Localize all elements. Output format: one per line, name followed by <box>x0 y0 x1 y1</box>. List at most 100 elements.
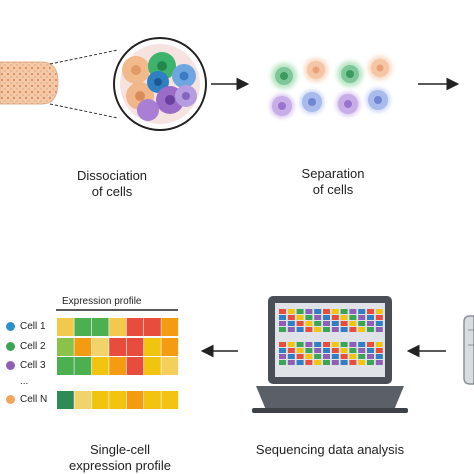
read-block <box>340 342 348 347</box>
zoom-line-top <box>49 49 119 65</box>
read-block <box>323 315 330 320</box>
heatmap-cell <box>74 338 92 356</box>
read-block <box>375 309 383 314</box>
read-block <box>279 327 286 332</box>
read-block <box>358 321 366 326</box>
read-block <box>358 360 366 365</box>
heatmap-cell <box>144 318 161 336</box>
label-profile-line1: Single-cell <box>90 442 150 457</box>
read-block <box>323 309 330 314</box>
heatmap-cell <box>57 357 74 375</box>
label-analysis-line1: Sequencing data analysis <box>255 442 405 457</box>
read-block <box>314 321 322 326</box>
heatmap-cell <box>91 318 109 336</box>
read-block <box>279 309 286 314</box>
heatmap-cell <box>74 318 92 336</box>
heatmap-cell <box>126 391 144 409</box>
read-block <box>375 360 383 365</box>
read-block <box>305 348 313 353</box>
read-block <box>296 321 304 326</box>
read-block <box>367 315 374 320</box>
read-block <box>305 360 313 365</box>
read-block <box>375 342 383 347</box>
label-separation-line1: Separation <box>301 166 365 181</box>
read-block <box>367 342 374 347</box>
read-block <box>287 309 295 314</box>
read-block <box>314 309 322 314</box>
read-block <box>287 354 295 359</box>
read-block <box>314 315 322 320</box>
read-block <box>375 315 383 320</box>
read-block <box>349 354 357 359</box>
read-block <box>358 354 366 359</box>
heatmap-cell <box>144 338 161 356</box>
separated-cells-icon <box>270 56 392 118</box>
heatmap-row-label: Cell 3 <box>20 360 46 371</box>
read-block <box>323 354 330 359</box>
read-block <box>305 327 313 332</box>
read-block <box>287 360 295 365</box>
read-block <box>296 360 304 365</box>
heatmap-cell <box>161 318 179 336</box>
read-block <box>279 315 286 320</box>
heatmap-cell <box>126 338 144 356</box>
heatmap-row-label: Cell 2 <box>20 341 46 352</box>
read-block <box>287 327 295 332</box>
read-block <box>375 321 383 326</box>
read-block <box>358 348 366 353</box>
read-block <box>340 360 348 365</box>
read-block <box>279 354 286 359</box>
read-block <box>331 342 339 347</box>
heatmap-cell <box>126 318 144 336</box>
heatmap-row-label: Cell N <box>20 394 48 405</box>
read-block <box>305 309 313 314</box>
heatmap-cell <box>74 391 92 409</box>
cell-dot-icon <box>6 342 15 351</box>
read-block <box>331 321 339 326</box>
label-analysis: Sequencing data analysis <box>230 442 430 458</box>
label-dissociation-line1: Dissociation <box>76 168 148 183</box>
read-block <box>331 315 339 320</box>
heatmap-grid <box>57 318 179 409</box>
cell-dot-icon <box>6 361 15 370</box>
read-block <box>349 342 357 347</box>
read-block <box>367 354 374 359</box>
read-block <box>331 360 339 365</box>
heatmap-cell <box>91 357 109 375</box>
read-block <box>296 327 304 332</box>
read-block <box>358 327 366 332</box>
heatmap-cell <box>57 391 74 409</box>
read-block <box>331 354 339 359</box>
cell-cluster-icon <box>113 37 207 131</box>
label-dissociation: Dissociation of cells <box>52 168 172 200</box>
read-block <box>358 342 366 347</box>
read-block <box>349 309 357 314</box>
heatmap-cell <box>161 391 179 409</box>
label-profile: Single-cell expression profile <box>50 442 190 474</box>
read-block <box>349 315 357 320</box>
tissue-sample-icon <box>0 61 59 105</box>
read-block <box>367 348 374 353</box>
read-block <box>340 327 348 332</box>
read-block <box>305 315 313 320</box>
read-block <box>340 354 348 359</box>
read-block <box>296 348 304 353</box>
cell-dot-icon <box>6 322 15 331</box>
read-block <box>340 321 348 326</box>
heatmap-cell <box>109 318 126 336</box>
heatmap-cell <box>57 318 74 336</box>
heatmap-cell <box>109 391 126 409</box>
heatmap-cell <box>91 338 109 356</box>
laptop-icon <box>252 296 408 413</box>
read-block <box>279 360 286 365</box>
read-block <box>314 327 322 332</box>
read-block <box>323 321 330 326</box>
read-block <box>314 342 322 347</box>
read-block <box>279 342 286 347</box>
read-block <box>305 342 313 347</box>
heatmap-cell <box>161 357 179 375</box>
read-block <box>349 321 357 326</box>
label-separation: Separation of cells <box>273 166 393 198</box>
read-block <box>296 342 304 347</box>
